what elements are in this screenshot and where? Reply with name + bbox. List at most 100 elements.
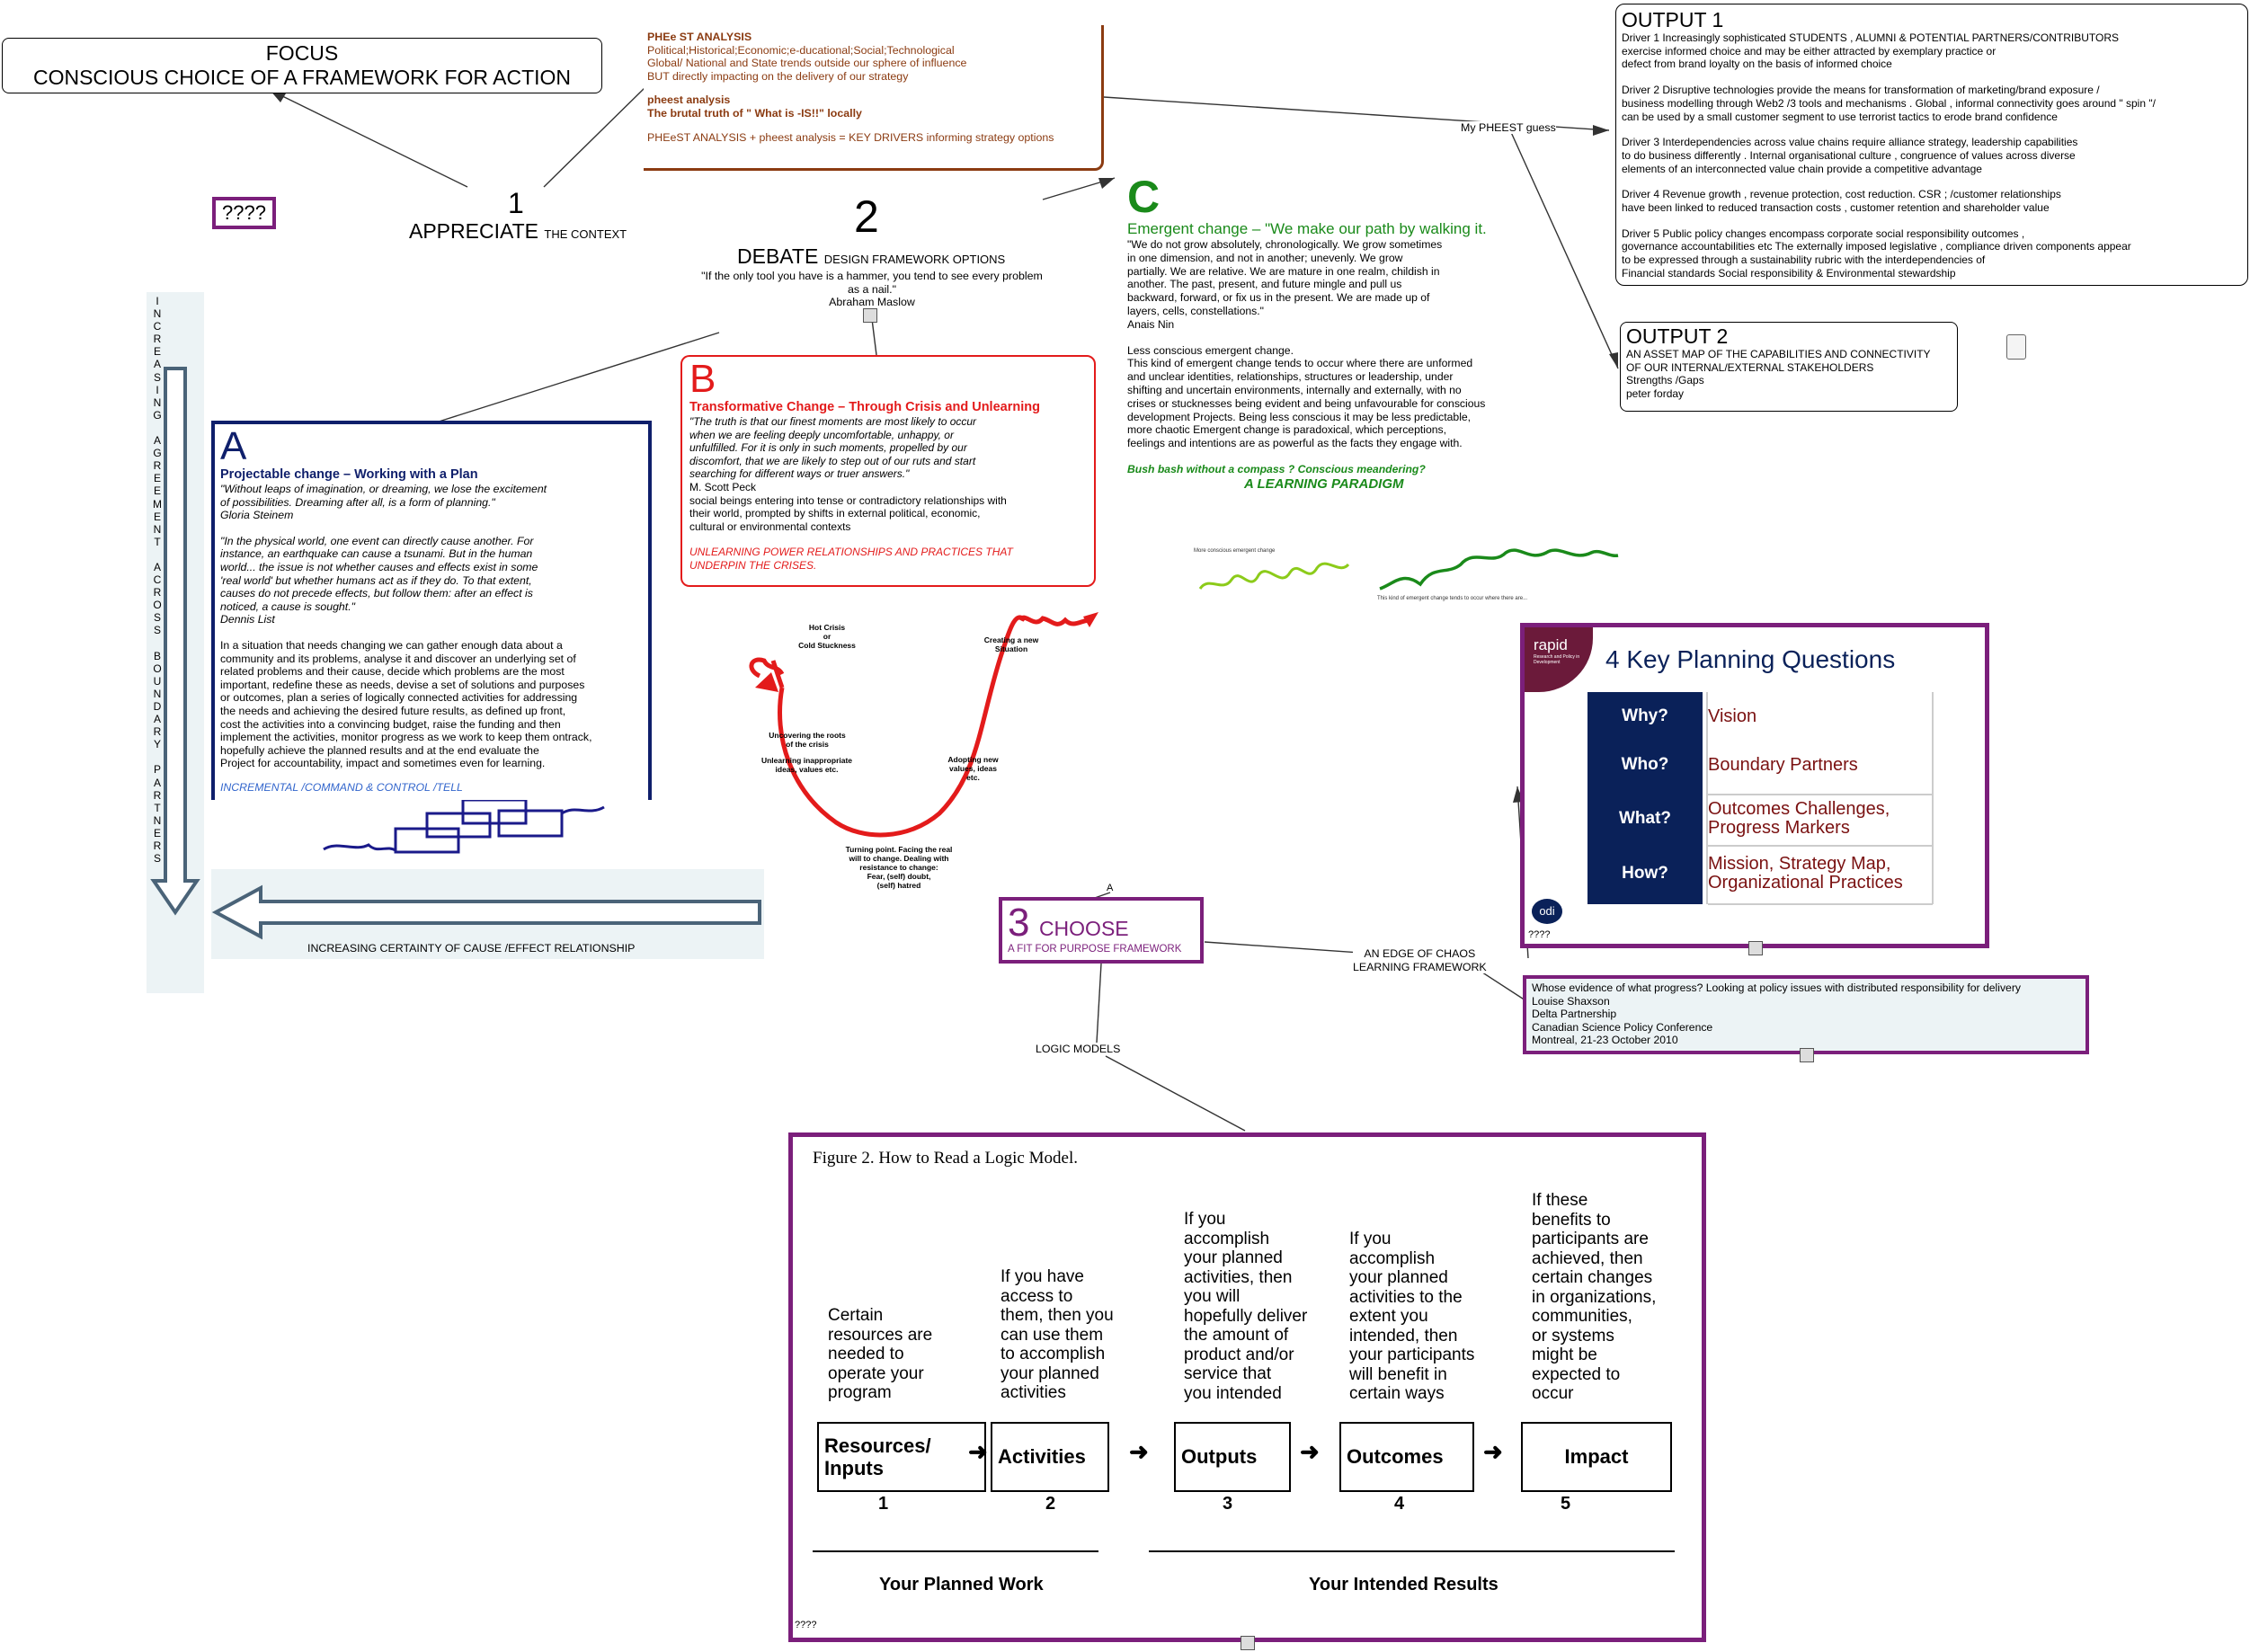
crisis-turning-label: Turning point. Facing the real will to c… — [845, 845, 953, 890]
pheest-body: Political;Historical;Economic;e-ducation… — [647, 43, 967, 83]
connector-debate-b — [871, 318, 877, 356]
output2-attach-icon[interactable] — [2006, 334, 2026, 360]
pheest-formula: PHEeST ANALYSIS + pheest analysis = KEY … — [647, 130, 1054, 144]
lm-top-4: If you accomplish your planned activitie… — [1349, 1230, 1475, 1403]
output1-title: OUTPUT 1 — [1622, 8, 1724, 31]
framework-c: C Emergent change – "We make our path by… — [1127, 173, 1550, 493]
kq-mission: Mission, Strategy Map, Organizational Pr… — [1708, 854, 1903, 893]
debate-quote: "If the only tool you have is a hammer, … — [701, 270, 1043, 296]
framework-a-body: In a situation that needs changing we ca… — [220, 638, 592, 770]
output1-driver-5: Driver 5 Public policy changes encompass… — [1622, 226, 2131, 280]
pheest-title: PHEe ST ANALYSIS — [647, 31, 752, 43]
framework-b-body: social beings entering into tense or con… — [689, 493, 1007, 533]
output1-driver-2: Driver 2 Disruptive technologies provide… — [1622, 84, 2156, 123]
kq-who: Who? — [1621, 755, 1669, 774]
pheest-sub-title: pheest analysis — [647, 93, 731, 107]
output1-driver-4: Driver 4 Revenue growth , revenue protec… — [1622, 188, 2061, 215]
evidence-text: Whose evidence of what progress? Looking… — [1532, 981, 2021, 1047]
key-questions-title: 4 Key Planning Questions — [1605, 645, 1896, 673]
choose-suffix: A FIT FOR PURPOSE FRAMEWORK — [1008, 944, 1182, 955]
lm-top-3: If you accomplish your planned activitie… — [1184, 1210, 1308, 1403]
kq-why: Why? — [1622, 706, 1668, 725]
framework-b-quote: "The truth is that our finest moments ar… — [689, 415, 977, 481]
debate-author: Abraham Maslow — [829, 296, 915, 308]
kq-vision: Vision — [1708, 706, 1757, 726]
framework-b-author: M. Scott Peck — [689, 480, 757, 493]
connector-debate-a — [435, 332, 720, 423]
logic-model-caption: ???? — [795, 1620, 817, 1630]
framework-c-letter: C — [1127, 172, 1161, 222]
choose-above: A — [1107, 883, 1114, 893]
appreciate-suffix: THE CONTEXT — [544, 227, 627, 241]
lm-num-3: 3 — [1223, 1494, 1233, 1514]
lm-divider-intended — [1149, 1550, 1675, 1552]
framework-c-tag2: A LEARNING PARADIGM — [1244, 475, 1404, 492]
kq-what: What? — [1618, 809, 1672, 828]
evidence-note-icon[interactable] — [1800, 1048, 1814, 1062]
debate-label: DEBATE DESIGN FRAMEWORK OPTIONS — [737, 244, 1005, 269]
spiral-dark — [1379, 548, 1619, 591]
focus-subtitle: CONSCIOUS CHOICE OF A FRAMEWORK FOR ACTI… — [32, 66, 572, 89]
output2-body: AN ASSET MAP OF THE CAPABILITIES AND CON… — [1626, 348, 1931, 401]
key-questions-caption: ???? — [1528, 929, 1551, 940]
lm-top-2: If you have access to them, then you can… — [1000, 1267, 1114, 1402]
logic-model-title: Figure 2. How to Read a Logic Model. — [813, 1149, 1078, 1168]
logic-model-note-icon[interactable] — [1241, 1636, 1255, 1650]
lm-box-impact: Impact — [1521, 1422, 1672, 1492]
pheest-sub-body: The brutal truth of " What is -IS!!" loc… — [647, 106, 862, 120]
connector-choose-logic — [1096, 963, 1102, 1044]
horizontal-axis-label: INCREASING CERTAINTY OF CAUSE /EFFECT RE… — [307, 942, 636, 955]
output2-title: OUTPUT 2 — [1626, 324, 1729, 348]
spiral-light — [1198, 562, 1350, 590]
framework-a-quote2: "In the physical world, one event can di… — [220, 534, 538, 626]
appreciate-label-text: APPRECIATE — [409, 219, 538, 243]
choose-box: 3 CHOOSE A FIT FOR PURPOSE FRAMEWORK — [999, 897, 1204, 964]
focus-box: FOCUS CONSCIOUS CHOICE OF A FRAMEWORK FO… — [2, 38, 602, 93]
connector-guess-output2 — [1509, 129, 1619, 369]
key-questions-table: Why? Vision Who? Boundary Partners What?… — [1587, 692, 1934, 905]
debate-note-icon[interactable] — [863, 308, 877, 323]
logic-model-box — [788, 1132, 1706, 1642]
framework-c-heading: Emergent change – "We make our path by w… — [1127, 220, 1487, 237]
kq-how: How? — [1622, 864, 1668, 883]
framework-b-letter: B — [689, 357, 716, 401]
connector-appreciate-focus — [269, 89, 468, 188]
framework-a-quote1: "Without leaps of imagination, or dreami… — [220, 483, 547, 522]
lm-box-resources: Resources/ Inputs — [817, 1422, 986, 1492]
logic-label: LOGIC MODELS — [1036, 1043, 1121, 1055]
framework-c-author: Anais Nin — [1127, 317, 1175, 331]
crisis-uncovering-label: Uncovering the roots of the crisis — [769, 731, 846, 749]
rapid-brand-sub: Research and Policy in Development — [1534, 654, 1580, 665]
connector-appreciate-pheest — [543, 84, 648, 188]
lm-box-activities: Activities — [991, 1422, 1109, 1492]
odi-logo: odi — [1532, 899, 1562, 924]
lm-top-1: Certain resources are needed to operate … — [828, 1306, 933, 1402]
framework-c-tag1: Bush bash without a compass ? Conscious … — [1127, 462, 1426, 475]
output1-box: OUTPUT 1 Driver 1 Increasingly sophistic… — [1615, 4, 2248, 286]
lm-num-1: 1 — [878, 1494, 889, 1514]
lm-box-outputs: Outputs — [1174, 1422, 1291, 1492]
crisis-unlearning-label: Unlearning inappropriate ideas, values e… — [760, 756, 853, 774]
lm-intended-label: Your Intended Results — [1309, 1575, 1499, 1594]
lm-arrow-1: ➜ — [968, 1438, 988, 1465]
crisis-creating-label: Creating a new Situation — [983, 635, 1039, 653]
framework-a-footer: INCREMENTAL /COMMAND & CONTROL /TELL — [220, 780, 463, 794]
kq-outcomes: Outcomes Challenges, Progress Markers — [1708, 799, 1890, 838]
lm-num-4: 4 — [1394, 1494, 1405, 1514]
appreciate-number: 1 — [508, 187, 524, 219]
appreciate-label: APPRECIATE THE CONTEXT — [409, 219, 627, 244]
key-questions-note-icon[interactable] — [1748, 941, 1763, 955]
debate-suffix: DESIGN FRAMEWORK OPTIONS — [823, 253, 1006, 266]
lm-num-5: 5 — [1561, 1494, 1571, 1514]
choose-number: 3 — [1008, 901, 1030, 945]
connector-logic-model — [1105, 1055, 1246, 1132]
lm-arrow-2: ➜ — [1129, 1438, 1149, 1465]
lm-arrow-3: ➜ — [1300, 1438, 1320, 1465]
spiral-caption-1: More conscious emergent change — [1194, 548, 1276, 554]
key-questions-box: rapid Research and Policy in Development… — [1520, 623, 1989, 948]
framework-a-box: A Projectable change – Working with a Pl… — [211, 421, 652, 800]
crisis-adopting-label: Adopting new values, ideas etc. — [947, 755, 999, 782]
evidence-box: Whose evidence of what progress? Looking… — [1523, 975, 2089, 1054]
rapid-badge: rapid Research and Policy in Development — [1525, 627, 1593, 692]
